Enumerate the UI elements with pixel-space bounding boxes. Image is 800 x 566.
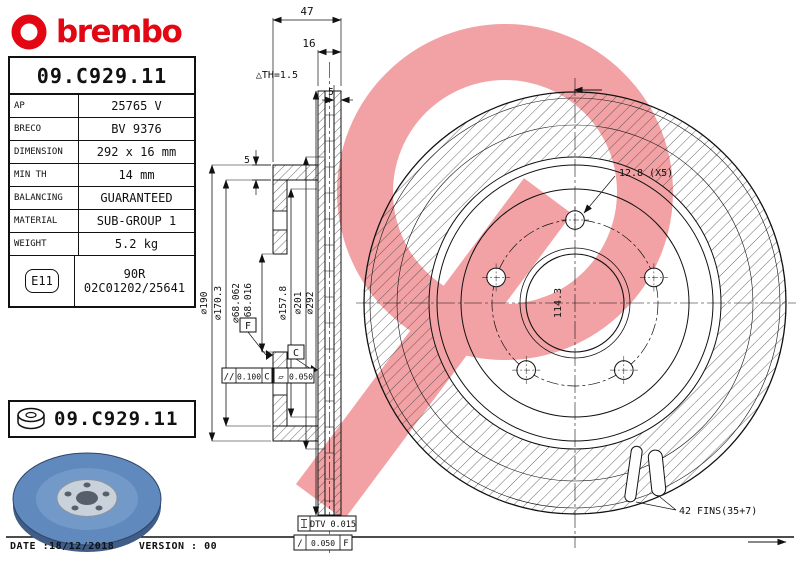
spec-row-material: MATERIAL SUB-GROUP 1 [10,209,194,232]
spec-table: AP 25765 V BRECO BV 9376 DIMENSION 292 x… [8,95,196,308]
spec-row-ap: AP 25765 V [10,95,194,117]
spec-value: 5.2 kg [114,236,159,251]
svg-text:F: F [343,539,348,549]
diameter-labels: ⌀190 ⌀170.3 ⌀68.062 ⌀68.016 ⌀157.8 ⌀201 … [199,283,316,323]
bolt-hole-callout: 12.8 (X5) [619,168,673,179]
svg-text:⌀190: ⌀190 [199,291,210,314]
datum-f: F [239,317,273,360]
homologation-value: 90R 02C01202/25641 [75,256,194,306]
front-view: 114.3 12.8 (X5) 42 FINS(35+7) [356,78,796,548]
fin-detail-shapes [624,445,667,503]
vent-ring-hatch [364,92,787,514]
disc-image-bolt-holes [64,482,110,511]
e11-badge: E11 [25,269,59,293]
dim-band-width: 16 [302,37,315,50]
fcf-flatness: ▱ 0.050 [273,367,315,384]
svg-text:0.050: 0.050 [311,539,335,548]
spec-label: BRECO [10,118,79,140]
spec-label: WEIGHT [10,233,79,255]
spec-row-weight: WEIGHT 5.2 kg [10,232,194,255]
svg-text:C: C [293,348,299,359]
braking-band-section [317,90,342,516]
dim-total-width: 47 [300,5,313,18]
spec-label: BALANCING [10,187,79,209]
svg-text:⌀201: ⌀201 [293,291,304,314]
spec-row-dimension: DIMENSION 292 x 16 mm [10,140,194,163]
fcf-parallelism: // 0.100 C [221,367,273,384]
spec-row-balancing: BALANCING GUARANTEED [10,186,194,209]
fins-callout: 42 FINS(35+7) [679,506,757,517]
spec-value: 25765 V [111,98,162,113]
svg-text:⌀292: ⌀292 [305,292,316,315]
svg-text://: // [224,373,235,383]
spec-row-min-th: MIN TH 14 mm [10,163,194,186]
secondary-part-number-box: 09.C929.11 [8,400,196,438]
footer: DATE :18/12/2018 VERSION : 00 [10,541,235,552]
spec-value: SUB-GROUP 1 [96,213,177,228]
svg-text:⌀68.062: ⌀68.062 [231,283,242,323]
svg-text:⌀68.016: ⌀68.016 [243,283,254,323]
spec-value: BV 9376 [111,121,162,136]
secondary-part-number: 09.C929.11 [54,408,179,430]
spec-value: 292 x 16 mm [96,144,177,159]
stud-hole-section [272,210,288,231]
part-number: 09.C929.11 [8,56,196,95]
spec-label: MIN TH [10,164,79,186]
svg-text:0.050: 0.050 [289,373,313,382]
brembo-wordmark: brembo [56,13,183,50]
svg-text:⌀157.8: ⌀157.8 [278,286,289,321]
svg-text:⌀170.3: ⌀170.3 [213,286,224,320]
spec-label: DIMENSION [10,141,79,163]
spec-value: GUARANTEED [100,190,173,205]
spec-row-breco: BRECO BV 9376 [10,117,194,140]
spec-row-homologation: E11 90R 02C01202/25641 [10,255,194,306]
svg-text:DTV 0.015: DTV 0.015 [310,520,356,530]
spec-label: MATERIAL [10,210,79,232]
min-th-note: △TH=1.5 [256,70,298,81]
spec-label: AP [10,95,79,117]
dim-wall: 5 [244,155,250,166]
footer-date: DATE :18/12/2018 [10,541,115,552]
disc-product-image [12,452,162,552]
vent-fin-ticks [325,114,334,502]
svg-text:▱: ▱ [278,373,284,383]
svg-text:F: F [245,321,251,332]
footer-version: VERSION : 00 [138,541,218,552]
homologation-line2: 02C01202/25641 [83,281,186,295]
brembo-logo-mark [11,14,47,50]
brake-disc-icon [17,407,45,430]
spec-value: 14 mm [118,167,155,182]
spec-panel: brembo 09.C929.11 AP 25765 V BRECO BV 93… [8,10,196,560]
dim-plate: 5 [328,87,334,98]
svg-text:0.100: 0.100 [237,373,261,382]
fcf-runout: / 0.050 F [293,534,353,551]
dtv-box: DTV 0.015 [297,515,357,532]
dtv-symbol-icon [301,519,307,528]
homologation-line1: 90R [123,266,146,281]
brand-header: brembo [8,10,196,54]
svg-text:C: C [264,373,269,383]
pcd-label: 114.3 [553,288,564,318]
section-view: 47 16 △TH=1.5 5 5 ⌀190 ⌀170.3 ⌀68.062 ⌀6… [199,5,357,556]
hat-section [272,164,319,442]
svg-text:/: / [297,539,302,549]
